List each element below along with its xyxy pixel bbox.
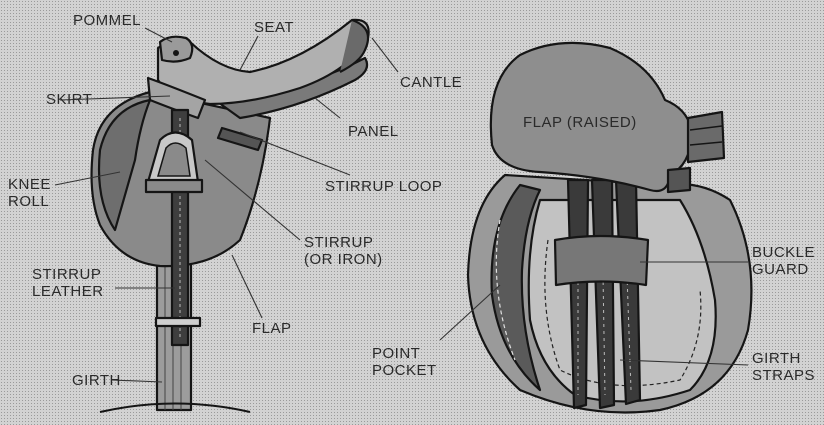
label-flap-raised: FLAP (RAISED) — [523, 114, 637, 131]
right-saddle — [468, 43, 751, 413]
label-stirrup-iron: STIRRUP (OR IRON) — [304, 234, 383, 269]
label-stirrup-leather: STIRRUP LEATHER — [32, 266, 104, 301]
label-panel: PANEL — [348, 123, 399, 140]
label-girth-straps: GIRTH STRAPS — [752, 350, 815, 385]
label-skirt: SKIRT — [46, 91, 92, 108]
label-girth: GIRTH — [72, 372, 121, 389]
label-cantle: CANTLE — [400, 74, 462, 91]
girth-straps-shape — [568, 180, 640, 408]
label-stirrup-loop: STIRRUP LOOP — [325, 178, 442, 195]
label-seat: SEAT — [254, 19, 294, 36]
buckle-guard-shape — [555, 236, 648, 285]
label-buckle-guard: BUCKLE GUARD — [752, 244, 815, 279]
pommel-shape — [160, 37, 192, 62]
label-pommel: POMMEL — [73, 12, 141, 29]
label-knee-roll: KNEE ROLL — [8, 176, 51, 211]
left-saddle — [92, 20, 369, 412]
label-point-pocket: POINT POCKET — [372, 345, 437, 380]
label-flap: FLAP — [252, 320, 292, 337]
